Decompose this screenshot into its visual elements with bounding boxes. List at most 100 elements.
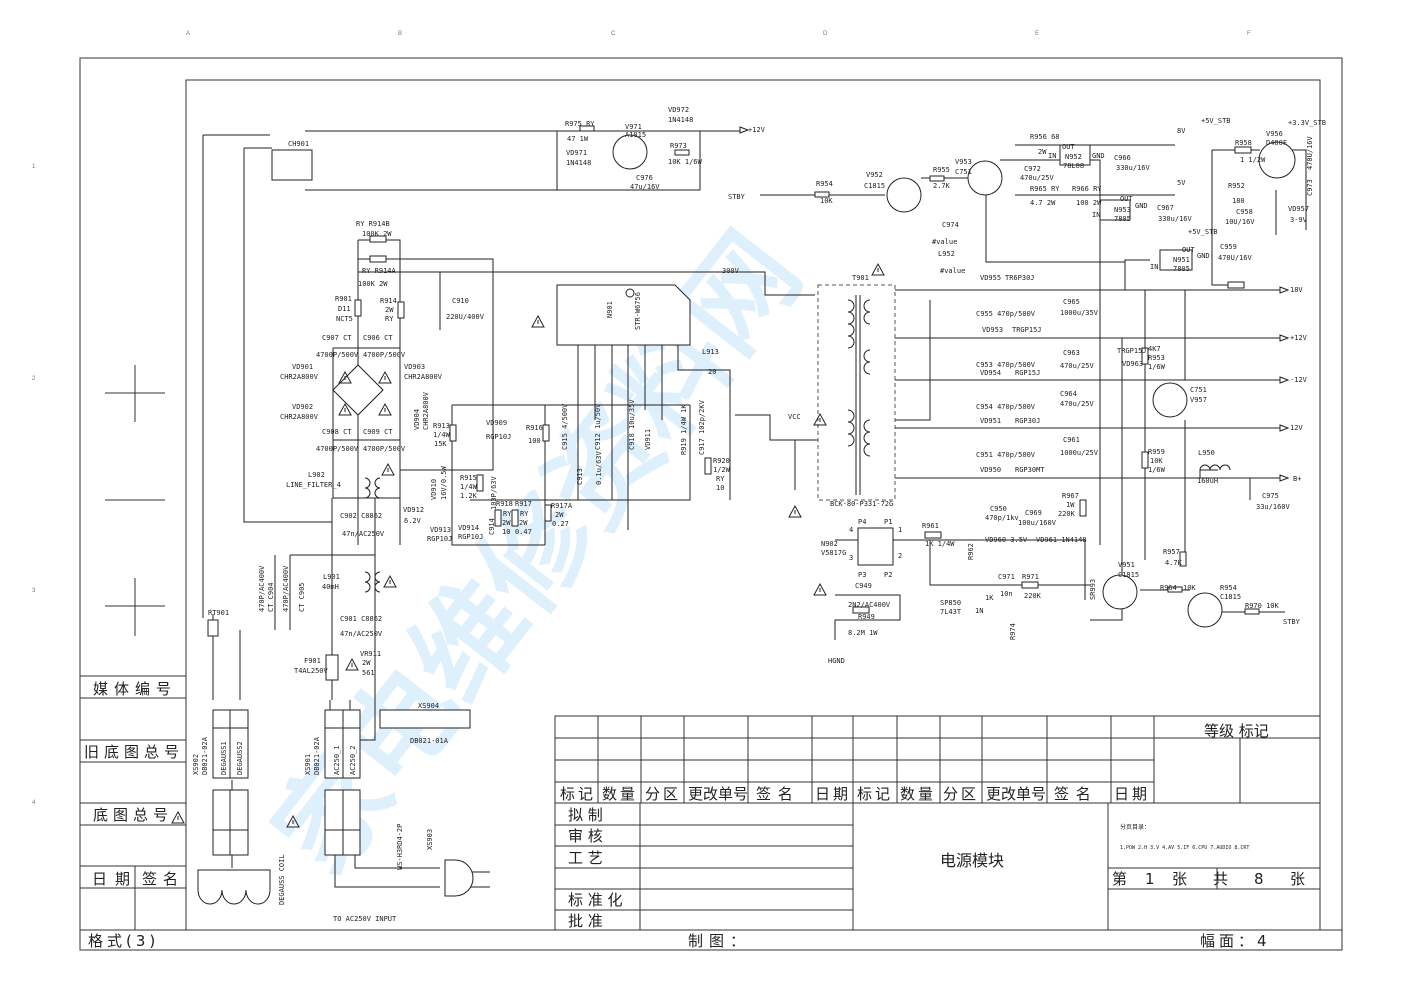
component-label: C917 102p/2KV bbox=[698, 399, 706, 455]
transistor-v951 bbox=[1102, 574, 1138, 610]
component-label: RT901 bbox=[208, 609, 229, 617]
component-label: R953 bbox=[1148, 354, 1165, 362]
component-label: VD951 bbox=[980, 417, 1001, 425]
component-label: 220K bbox=[1024, 592, 1042, 600]
component-label: 470U/16V bbox=[1218, 254, 1253, 262]
component-label: SP850 bbox=[940, 599, 961, 607]
component-label: VD914 bbox=[458, 524, 479, 532]
component-label: 4700P/500V bbox=[363, 445, 406, 453]
component-label: 10U/16V bbox=[1225, 218, 1255, 226]
components bbox=[197, 125, 1296, 905]
sheet-total-label: 共 bbox=[1213, 870, 1228, 888]
component-label: 47n/AC250V bbox=[340, 630, 383, 638]
component-label: XS903 bbox=[426, 829, 434, 850]
component-label: 10n bbox=[1000, 590, 1013, 598]
component-label: 2W bbox=[1038, 148, 1047, 156]
component-label: 15K bbox=[434, 440, 447, 448]
component-label: R958 bbox=[1235, 139, 1252, 147]
component-label: 33u/160V bbox=[1256, 503, 1291, 511]
title-block-header: 标记 bbox=[857, 785, 893, 803]
component-label: VD960 3.5V bbox=[985, 536, 1028, 544]
component-label: CT C905 bbox=[298, 582, 306, 612]
component-label: 47u/16V bbox=[630, 183, 660, 191]
title-block-header: 分区 bbox=[943, 785, 979, 803]
component-label: T4AL250V bbox=[294, 667, 329, 675]
component-label: R918 bbox=[496, 500, 513, 508]
component-label: C958 bbox=[1236, 208, 1253, 216]
inductor-l950 bbox=[1199, 464, 1231, 471]
warning-triangle-icon bbox=[378, 370, 392, 384]
grid-column-label: D bbox=[823, 31, 828, 37]
warning-triangle-icon bbox=[286, 814, 300, 828]
component-label: R957 bbox=[1163, 548, 1180, 556]
component-label: 100K 2W bbox=[362, 230, 392, 238]
component-label: C961 bbox=[1063, 436, 1080, 444]
component-label: C918 10u/35V bbox=[628, 399, 636, 450]
component-label: C902 C8862 bbox=[340, 512, 382, 520]
component-label: C914 bbox=[488, 518, 496, 535]
component-label: C963 bbox=[1063, 349, 1080, 357]
sign-label: 签名 bbox=[142, 870, 184, 888]
component-label: RGP15J bbox=[1015, 369, 1040, 377]
transistor-v957 bbox=[1152, 382, 1188, 418]
component-label: 4.7K bbox=[1165, 559, 1183, 567]
crosshairs bbox=[105, 365, 165, 636]
line-filters bbox=[364, 477, 381, 593]
component-label: 10K 1/6W bbox=[668, 158, 703, 166]
component-label: N901 bbox=[606, 301, 614, 318]
component-label: STBY bbox=[728, 193, 746, 201]
component-label: DB021-02A bbox=[313, 736, 321, 775]
base-no-label: 底图总号 bbox=[93, 806, 173, 824]
component-label: P1 bbox=[884, 518, 892, 526]
component-label: R916 bbox=[526, 424, 543, 432]
component-label: P2 bbox=[884, 571, 892, 579]
component-label: 1000u/35V bbox=[1060, 309, 1099, 317]
degauss-coil bbox=[197, 869, 271, 905]
connector-xs904 bbox=[379, 709, 471, 729]
sheet-unit2: 张 bbox=[1290, 870, 1305, 888]
component-label: L950 bbox=[1198, 449, 1215, 457]
left-panel bbox=[80, 675, 186, 930]
grid-column-label: E bbox=[1035, 31, 1039, 37]
title-block-role: 标 准 化 bbox=[568, 891, 623, 909]
component-label: RY bbox=[716, 475, 725, 483]
transistor-v953 bbox=[967, 160, 1003, 196]
component-label: C959 bbox=[1220, 243, 1237, 251]
component-label: 470P/AC400V bbox=[282, 565, 290, 612]
sheet-unit: 张 bbox=[1172, 870, 1187, 888]
component-label: 4700P/500V bbox=[363, 351, 406, 359]
component-label: 3-9V bbox=[1290, 216, 1308, 224]
title-block-role: 拟 制 bbox=[568, 806, 603, 824]
title-block-header: 日期 bbox=[1114, 785, 1150, 803]
title-block-roles: 拟 制审 核工 艺标 准 化批 准 bbox=[568, 806, 623, 930]
component-label: R917A bbox=[551, 502, 573, 510]
component-label: 10K bbox=[820, 197, 833, 205]
component-label: AC250_1 bbox=[333, 745, 341, 775]
component-label: AC250_2 bbox=[349, 745, 357, 775]
regulator-n953 bbox=[1099, 199, 1131, 221]
component-label: 470u/25V bbox=[1020, 174, 1055, 182]
component-label: 1W bbox=[1066, 501, 1075, 509]
component-label: XS901 bbox=[304, 754, 312, 775]
component-label: 20 bbox=[708, 368, 716, 376]
component-label: WS-H3RD4-2P bbox=[396, 824, 404, 870]
component-label: CHR2A800V bbox=[280, 413, 319, 421]
title-block-header: 更改单号 bbox=[688, 785, 748, 803]
component-label: GND bbox=[1092, 152, 1105, 160]
component-label: 78L08 bbox=[1063, 162, 1084, 170]
component-label: VD912 bbox=[403, 506, 424, 514]
component-label: 2W bbox=[555, 511, 564, 519]
component-label: F901 bbox=[304, 657, 321, 665]
component-label: HGND bbox=[828, 657, 845, 665]
component-label: R961 bbox=[922, 522, 939, 530]
component-label: R954 bbox=[1220, 584, 1237, 592]
component-label: RY bbox=[520, 510, 529, 518]
outer-border bbox=[79, 57, 1343, 951]
component-label: VD901 bbox=[292, 363, 313, 371]
component-label: 330u/16V bbox=[1116, 164, 1151, 172]
warning-triangle-icon bbox=[813, 582, 827, 596]
component-label: DB021-02A bbox=[201, 736, 209, 775]
component-label: 10K bbox=[1183, 584, 1196, 592]
component-label: 470P/AC400V bbox=[258, 565, 266, 612]
component-label: VR911 bbox=[360, 650, 381, 658]
